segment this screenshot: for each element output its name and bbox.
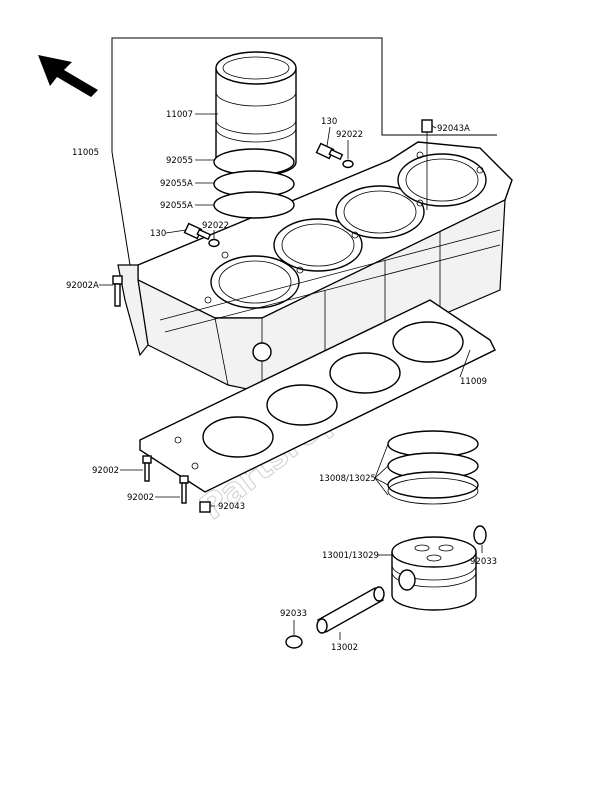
label-13008-13025: 13008/13025 [319,474,376,484]
label-92002-2: 92002 [127,493,154,503]
label-92043a: 92043A [437,124,470,134]
piston-rings [387,430,479,505]
circlip-92033-right [473,525,487,545]
label-92033-right: 92033 [470,557,497,567]
washer-92022-left [208,238,220,248]
front-direction-arrow-icon [38,55,98,97]
label-92002-1: 92002 [92,466,119,476]
cylinder-block [117,141,513,393]
label-11005: 11005 [72,148,99,158]
label-92022-left: 92022 [202,221,229,231]
dowel-92043a [421,119,433,133]
label-92055a-2: 92055A [160,201,193,211]
washer-92022-top [342,159,354,169]
bolt-92002-2 [179,475,189,504]
bolt-130-left [183,222,212,241]
bolt-130-top [315,142,344,161]
bolt-92002-1 [142,455,152,482]
assembly-bracket-line [111,37,497,152]
label-92055: 92055 [166,156,193,166]
o-ring-92055a-2 [213,191,295,219]
label-13002: 13002 [331,643,358,653]
label-92055a-1: 92055A [160,179,193,189]
label-92043: 92043 [218,502,245,512]
bolt-92002a [112,275,123,307]
head-gasket [139,299,496,493]
circlip-92033-left [285,635,303,649]
piston-pin [316,586,385,634]
label-130-left: 130 [150,229,166,239]
label-92002a: 92002A [66,281,99,291]
label-92033-left: 92033 [280,609,307,619]
label-11007: 11007 [166,110,193,120]
label-130-top: 130 [321,117,337,127]
piston [391,536,477,611]
label-11009: 11009 [460,377,487,387]
dowel-92043 [199,501,211,513]
label-92022-top: 92022 [336,130,363,140]
label-13001-13029: 13001/13029 [322,551,379,561]
